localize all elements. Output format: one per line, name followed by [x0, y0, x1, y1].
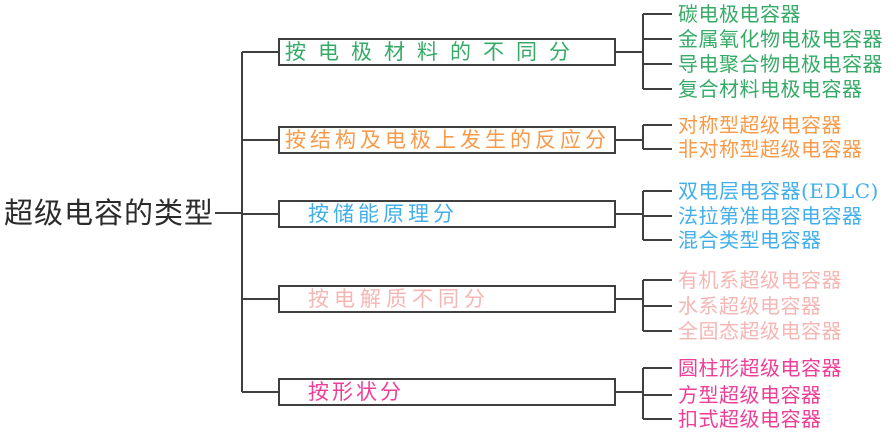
leaf-item: 有机系超级电容器 — [678, 268, 842, 292]
branch-box-1: 按电极材料的不同分 — [278, 38, 616, 66]
leaf-item: 双电层电容器(EDLC) — [678, 179, 879, 203]
leaf-item: 混合类型电容器 — [678, 228, 822, 252]
leaf-item: 复合材料电极电容器 — [678, 77, 863, 101]
leaf-item: 方型超级电容器 — [678, 383, 822, 407]
leaf-item: 非对称型超级电容器 — [678, 137, 863, 161]
leaf-item: 法拉第准电容电容器 — [678, 204, 863, 228]
branch-box-4: 按电解质不同分 — [278, 285, 616, 313]
leaf-item: 金属氧化物电极电容器 — [678, 27, 883, 51]
leaf-item: 全固态超级电容器 — [678, 319, 842, 343]
leaf-item: 水系超级电容器 — [678, 294, 822, 318]
leaf-item: 对称型超级电容器 — [678, 113, 842, 137]
leaf-item: 扣式超级电容器 — [678, 407, 822, 431]
leaf-item: 圆柱形超级电容器 — [678, 356, 842, 380]
branch-box-3: 按储能原理分 — [278, 200, 616, 228]
leaf-item: 碳电极电容器 — [678, 2, 801, 26]
branch-box-2: 按结构及电极上发生的反应分 — [278, 126, 616, 154]
root-node-label: 超级电容的类型 — [4, 196, 215, 230]
branch-box-5: 按形状分 — [278, 378, 616, 406]
leaf-item: 导电聚合物电极电容器 — [678, 52, 883, 76]
